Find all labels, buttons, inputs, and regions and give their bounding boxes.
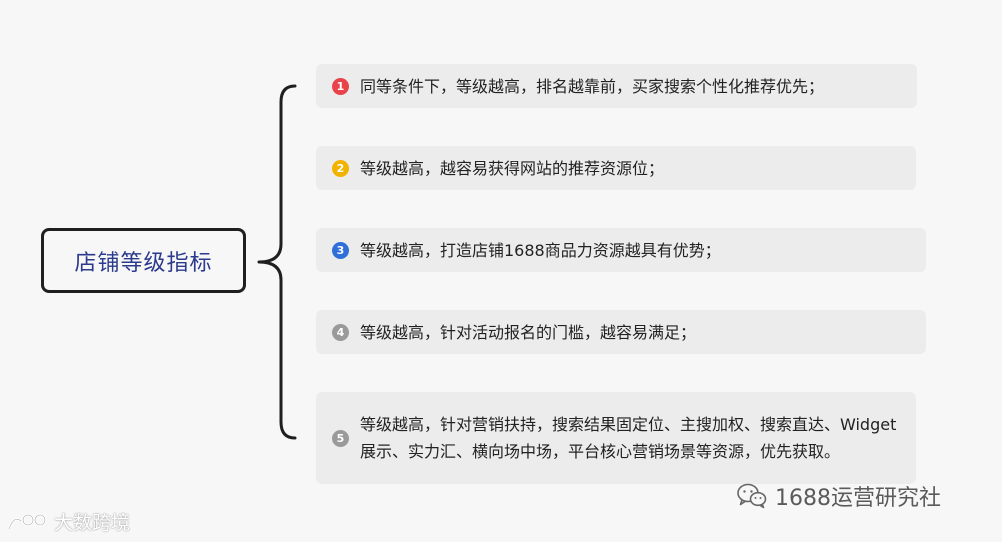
root-node[interactable]: 店铺等级指标 [41, 228, 246, 293]
site-watermark: 大数跨境 [6, 508, 130, 535]
site-watermark-text: 大数跨境 [54, 512, 131, 534]
branch-node-4[interactable]: 4 等级越高，针对活动报名的门槛，越容易满足； [316, 310, 926, 354]
wechat-icon [737, 483, 767, 509]
number-badge-2: 2 [332, 159, 349, 177]
branch-node-3[interactable]: 3 等级越高，打造店铺1688商品力资源越具有优势； [316, 228, 926, 272]
number-badge-5: 5 [332, 429, 349, 447]
number-badge-3: 3 [332, 241, 349, 259]
branch-text-1: 同等条件下，等级越高，排名越靠前，买家搜索个性化推荐优先； [360, 76, 825, 96]
wechat-watermark: 1688运营研究社 [737, 480, 941, 512]
branch-text-4: 等级越高，针对活动报名的门槛，越容易满足； [360, 322, 697, 342]
number-badge-1: 1 [332, 77, 349, 95]
branch-node-5[interactable]: 5 等级越高，针对营销扶持，搜索结果固定位、主搜加权、搜索直达、Widget展示… [316, 392, 916, 484]
branch-node-2[interactable]: 2 等级越高，越容易获得网站的推荐资源位； [316, 146, 916, 190]
branch-text-5: 等级越高，针对营销扶持，搜索结果固定位、主搜加权、搜索直达、Widget展示、实… [360, 415, 897, 461]
curly-brace-connector [257, 84, 297, 440]
wechat-watermark-text: 1688运营研究社 [775, 486, 941, 511]
site-logo-icon [6, 511, 50, 533]
branch-text-3: 等级越高，打造店铺1688商品力资源越具有优势； [360, 240, 721, 260]
root-label: 店铺等级指标 [74, 250, 213, 276]
branch-node-1[interactable]: 1 同等条件下，等级越高，排名越靠前，买家搜索个性化推荐优先； [316, 64, 917, 108]
number-badge-4: 4 [332, 323, 349, 341]
branch-text-2: 等级越高，越容易获得网站的推荐资源位； [360, 158, 665, 178]
